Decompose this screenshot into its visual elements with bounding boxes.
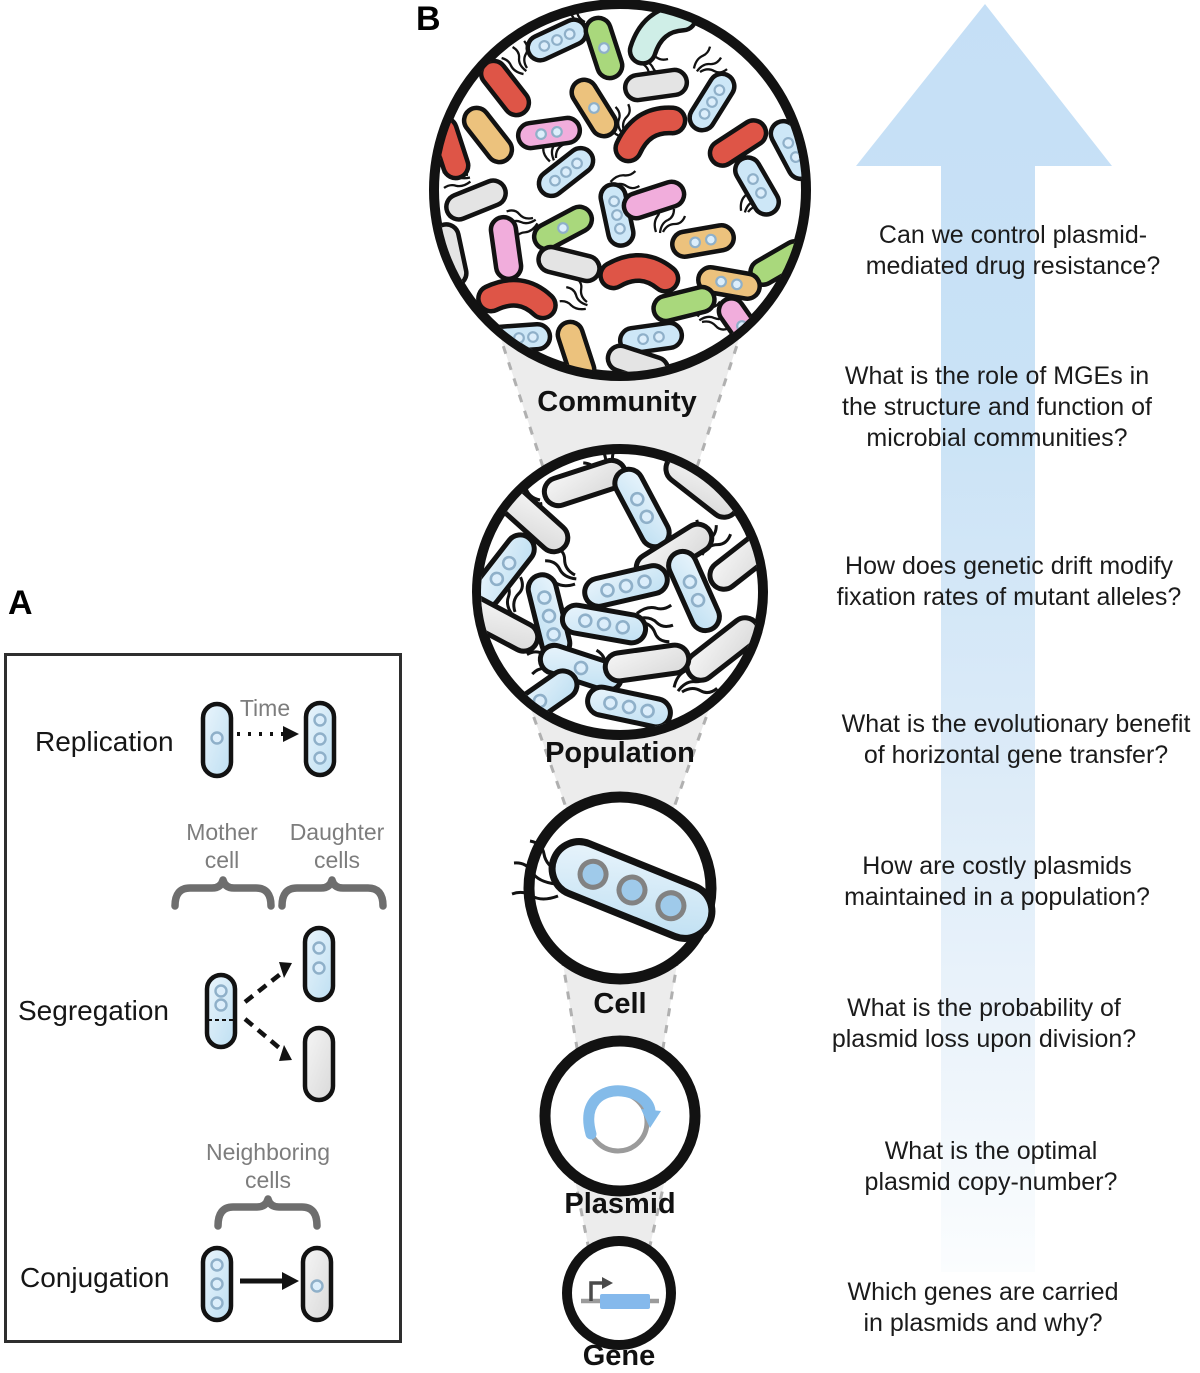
question-hgt: What is the evolutionary benefit of hori… [841, 710, 1191, 769]
gene-icon [581, 1277, 659, 1309]
panel-b-label: B [416, 0, 441, 38]
level-label-plasmid: Plasmid [564, 1188, 676, 1220]
conjugation-label: Conjugation [20, 1262, 170, 1293]
level-label-cell: Cell [593, 988, 647, 1020]
mother-cell-label: Mother cell [186, 819, 258, 873]
funnel-cell-plasmid [560, 957, 680, 1055]
level-label-population: Population [545, 737, 695, 769]
plasmid-icon [583, 1085, 661, 1154]
question-mges: What is the role of MGEs in the structur… [842, 362, 1152, 452]
segregation-label: Segregation [18, 995, 170, 1026]
plasmid-circle [539, 1035, 701, 1197]
question-genes-carried: Which genes are carried in plasmids and … [847, 1278, 1119, 1337]
level-label-community: Community [537, 386, 697, 418]
replication-label: Replication [35, 726, 174, 757]
time-label: Time [239, 695, 291, 721]
question-community: Can we control plasmid- mediated drug re… [865, 221, 1161, 280]
funnel-plasmid-gene [572, 1174, 668, 1251]
population-bacteria-illustration [455, 453, 787, 736]
level-label-gene: Gene [582, 1340, 656, 1372]
cell-bacterium-illustration [511, 838, 716, 942]
up-arrow [856, 4, 1112, 1272]
question-costly-plasmids: How are costly plasmids maintained in a … [844, 852, 1150, 911]
gene-circle [562, 1236, 676, 1350]
daughter-cells-label: Daughter cells [289, 819, 385, 873]
neighboring-cells-label: Neighboring cells [205, 1139, 331, 1193]
panel-a-illustration [171, 703, 387, 1320]
panel-a-label: A [8, 584, 33, 622]
question-copy-number: What is the optimal plasmid copy-number? [864, 1137, 1118, 1196]
question-plasmid-loss: What is the probability of plasmid loss … [831, 994, 1137, 1053]
question-genetic-drift: How does genetic drift modify fixation r… [836, 552, 1182, 611]
panel-a-box [4, 653, 402, 1343]
